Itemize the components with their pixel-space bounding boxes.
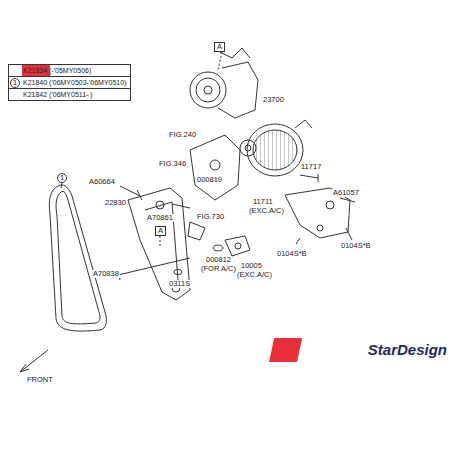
version-table: K21834 (-'05MY0506)K21840 ('06MY0503-'06… [8, 64, 131, 101]
callout-number: 1 [57, 173, 67, 183]
callout-number: 1 [10, 78, 20, 88]
note: (FOR A/C) [200, 265, 237, 273]
watermark: StarDesign [367, 342, 448, 357]
part-number: 0104S*B [276, 250, 308, 258]
part-number: 11711 [252, 198, 274, 206]
part-number-row: K21834 (-'05MY0506) [9, 65, 130, 76]
part-number: A60664 [88, 178, 116, 186]
figure-ref: FIG.240 [168, 131, 197, 139]
part-number: 10005 [240, 262, 263, 270]
part-number: 11717 [300, 163, 322, 171]
note: (EXC.A/C) [248, 207, 285, 215]
part-number: 0311S [168, 280, 191, 288]
part-number-row: K21842 ('06MY0511- ) [9, 88, 130, 100]
figure-ref: FIG.346 [158, 160, 187, 168]
ref-letter: A [214, 42, 225, 52]
ref-letter: A [155, 226, 166, 236]
part-number: 22830 [104, 199, 127, 207]
part-number-row: K21840 ('06MY0503-'06MY0510) [9, 76, 130, 88]
part-number: 23700 [262, 96, 285, 104]
part-number: 000812 [205, 256, 232, 264]
part-number: A70838 [92, 270, 120, 278]
part-number: 000819 [196, 176, 223, 184]
figure-ref: FIG.730 [196, 213, 225, 221]
direction-label: FRONT [26, 376, 54, 384]
part-number: A70861 [146, 214, 174, 222]
part-number: A61057 [332, 189, 360, 197]
part-number: 0104S*B [340, 242, 372, 250]
note: (EXC.A/C) [236, 271, 273, 279]
